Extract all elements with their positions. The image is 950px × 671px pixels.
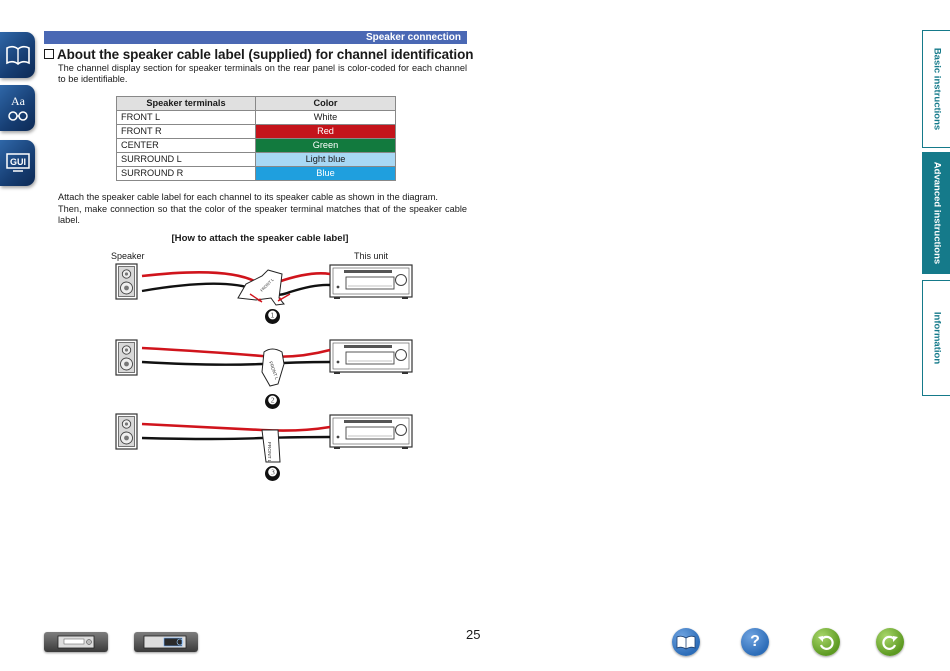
intro-paragraph: The channel display section for speaker … [58,63,467,85]
diagram-step-3: FRONT L [115,413,413,463]
tab-basic-instructions-label: Basic instructions [931,47,942,131]
color-cell: White [255,110,396,125]
help-button[interactable]: ? [741,628,769,656]
front-panel-icon [57,635,95,649]
terminal-cell: SURROUND R [116,166,256,181]
tab-information[interactable]: Information [922,280,950,396]
step-number-1: ❶ [265,309,280,324]
table-header-terminals: Speaker terminals [116,96,256,111]
tab-basic-instructions[interactable]: Basic instructions [922,30,950,148]
glossary-label: Aa [11,94,26,108]
checkbox-bullet-icon [44,49,54,59]
gui-label: GUI [9,157,25,167]
tab-advanced-instructions-label: Advanced instructions [931,161,942,265]
section-header-bar: Speaker connection [44,31,467,44]
tab-advanced-instructions[interactable]: Advanced instructions [922,152,950,274]
step-number-2: ❷ [265,394,280,409]
color-cell: Blue [255,166,396,181]
back-icon [818,635,834,650]
gui-nav-button[interactable]: GUI [0,140,35,186]
speaker-label: Speaker [111,251,145,261]
help-icon: ? [750,633,760,650]
book-icon [676,635,696,650]
step-number-3: ❸ [265,466,280,481]
unit-label: This unit [354,251,389,261]
manual-button[interactable] [672,628,700,656]
display-icon [143,635,187,649]
forward-button[interactable] [876,628,904,656]
manual-nav-button[interactable] [0,32,35,78]
section-name: Speaker connection [365,32,461,43]
gui-icon: GUI [5,153,30,172]
color-cell: Red [255,124,396,139]
page-number: 25 [466,627,481,642]
front-panel-button[interactable] [44,632,108,652]
instruction-paragraph-1: Attach the speaker cable label for each … [58,192,438,202]
color-cell: Green [255,138,396,153]
table-header-row: Speaker terminals Color [116,96,396,111]
glossary-nav-button[interactable]: Aa [0,85,35,131]
back-button[interactable] [812,628,840,656]
diagram-step-1: FRONT L [115,263,413,306]
color-cell: Light blue [255,152,396,167]
book-icon [5,45,30,66]
instruction-paragraph-2: Then, make connection so that the color … [58,203,467,225]
page-title: About the speaker cable label (supplied)… [44,47,473,62]
diagram-step-2: FRONT L [115,339,413,387]
diagram-heading: [How to attach the speaker cable label] [171,233,349,244]
display-button[interactable] [134,632,198,652]
tab-information-label: Information [931,311,942,365]
forward-icon [882,635,898,650]
page-title-text: About the speaker cable label (supplied)… [57,47,474,62]
svg-text:FRONT L: FRONT L [268,361,279,381]
svg-text:FRONT L: FRONT L [266,442,272,463]
glossary-icon: Aa [7,94,28,121]
